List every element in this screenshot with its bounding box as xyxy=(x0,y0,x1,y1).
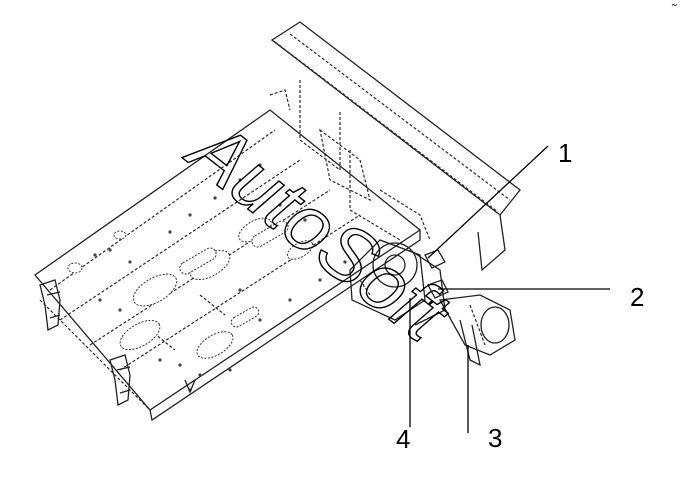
callout-1: 1 xyxy=(558,138,572,168)
left-clamps xyxy=(39,279,196,406)
rear-panel xyxy=(269,21,521,272)
leader-1 xyxy=(427,145,549,259)
callouts: 1 2 3 4 xyxy=(396,138,644,454)
leader-lines xyxy=(409,145,610,433)
tray-holes xyxy=(67,217,314,359)
mount-bracket xyxy=(349,239,516,367)
callout-4: 4 xyxy=(396,424,410,454)
callout-3: 3 xyxy=(488,423,502,453)
watermark: AutoSoft xyxy=(171,101,468,360)
watermark-text: AutoSoft xyxy=(171,102,467,360)
callout-2: 2 xyxy=(630,282,644,312)
corner-mark: ˜ xyxy=(671,1,677,17)
